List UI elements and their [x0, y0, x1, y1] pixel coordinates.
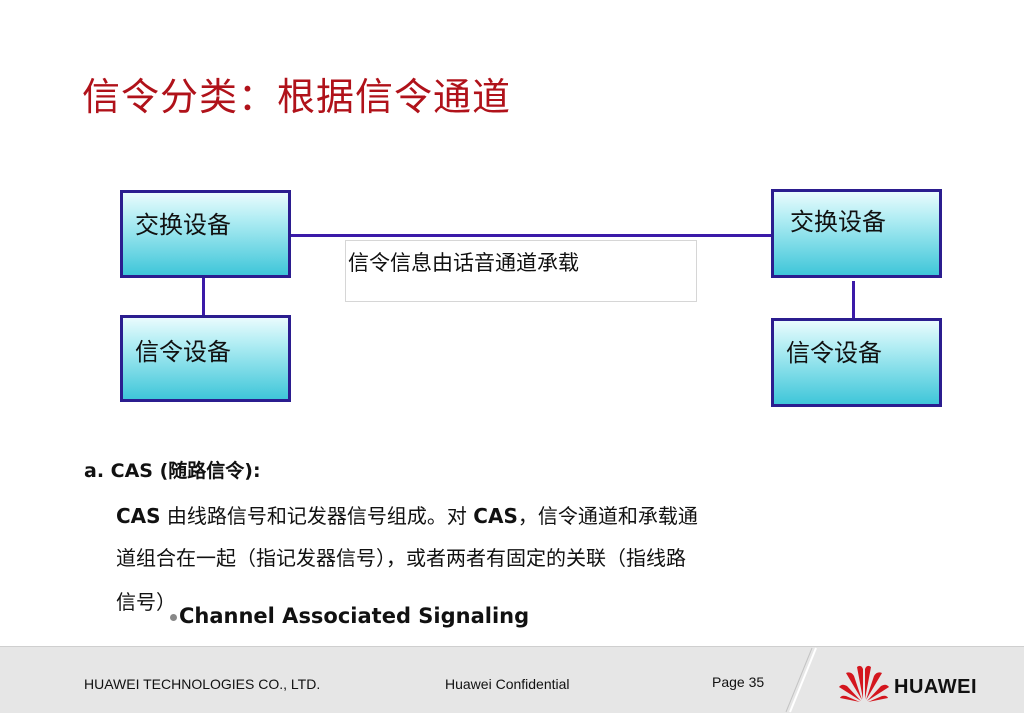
right-signaling-box: 信令设备 [771, 318, 942, 407]
paragraph-line-3: 信号） [116, 590, 176, 614]
line1-text-b: ，信令通道和承载通 [517, 504, 698, 528]
cas-term: CAS [473, 504, 518, 528]
section-heading: a. CAS (随路信令): [84, 460, 261, 482]
company-name: HUAWEI TECHNOLOGIES CO., LTD. [84, 676, 321, 692]
right-switch-label: 交换设备 [790, 208, 886, 236]
right-switch-box: 交换设备 [771, 189, 942, 278]
line1-text-a: 由线路信号和记发器信号组成。对 [160, 504, 474, 528]
page-number: Page 35 [712, 674, 765, 690]
connector-left-vertical [202, 277, 205, 315]
confidential-label: Huawei Confidential [445, 676, 570, 692]
huawei-logo-text: HUAWEI [894, 676, 977, 698]
paragraph-line-1: CAS 由线路信号和记发器信号组成。对 CAS，信令通道和承载通 [116, 500, 698, 529]
connector-right-vertical [852, 281, 855, 318]
link-caption: 信令信息由话音通道承载 [345, 240, 697, 302]
huawei-logo-icon [839, 665, 889, 702]
paragraph-line-2: 道组合在一起（指记发器信号），或者两者有固定的关联（指线路 [116, 546, 686, 570]
left-signaling-label: 信令设备 [135, 338, 231, 366]
right-signaling-label: 信令设备 [786, 339, 882, 367]
slide-title: 信令分类：根据信令通道 [82, 75, 512, 119]
left-switch-box: 交换设备 [120, 190, 291, 278]
footer-divider [0, 646, 1024, 647]
bullet-dot-icon [170, 613, 177, 621]
cas-term: CAS [116, 504, 161, 528]
connector-horizontal [290, 234, 772, 237]
left-signaling-box: 信令设备 [120, 315, 291, 402]
footer-slash-icon [785, 647, 817, 713]
slide-footer: HUAWEI TECHNOLOGIES CO., LTD. Huawei Con… [0, 646, 1024, 713]
bullet-text: Channel Associated Signaling [179, 604, 530, 628]
bullet-item: Channel Associated Signaling [170, 604, 529, 628]
left-switch-label: 交换设备 [135, 211, 231, 239]
